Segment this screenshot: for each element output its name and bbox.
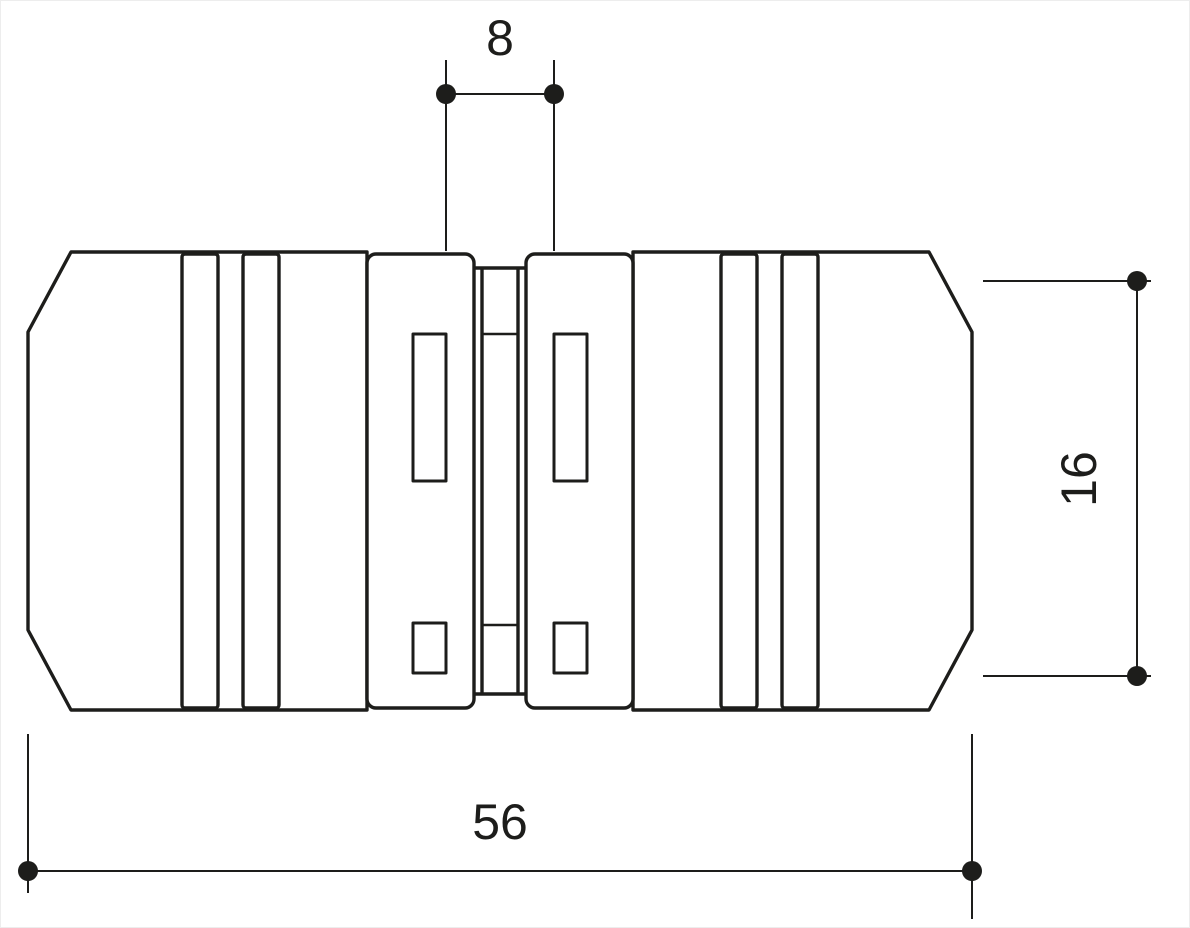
dimension-top-extension-lines [445,60,555,251]
right-sight-window-lower [552,621,589,675]
dimension-bottom-label: 56 [472,794,528,850]
dimension-top-dot-left [436,84,456,104]
dimension-bottom [18,734,982,919]
fitting-body [26,250,974,712]
dimension-right-dot-top [1127,271,1147,291]
dimension-right-dot-bottom [1127,666,1147,686]
left-sight-window-lower [411,621,448,675]
dimension-top-label: 8 [486,10,514,66]
left-press-ring-2 [241,252,281,710]
right-sight-window-upper [552,332,589,483]
dimension-top [436,60,564,251]
dimension-bottom-dot-left [18,861,38,881]
dimension-top-dot-right [544,84,564,104]
dimension-right-label: 16 [1051,451,1107,507]
dimension-right [983,271,1151,686]
dimension-bottom-dot-right [962,861,982,881]
right-press-ring-1 [719,252,759,710]
center-groove [474,266,526,696]
right-press-ring-2 [780,252,820,710]
center-stop-lines [482,332,518,627]
dimension-right-extension-lines [983,280,1151,677]
left-press-ring-1 [180,252,220,710]
left-sight-window-upper [411,332,448,483]
